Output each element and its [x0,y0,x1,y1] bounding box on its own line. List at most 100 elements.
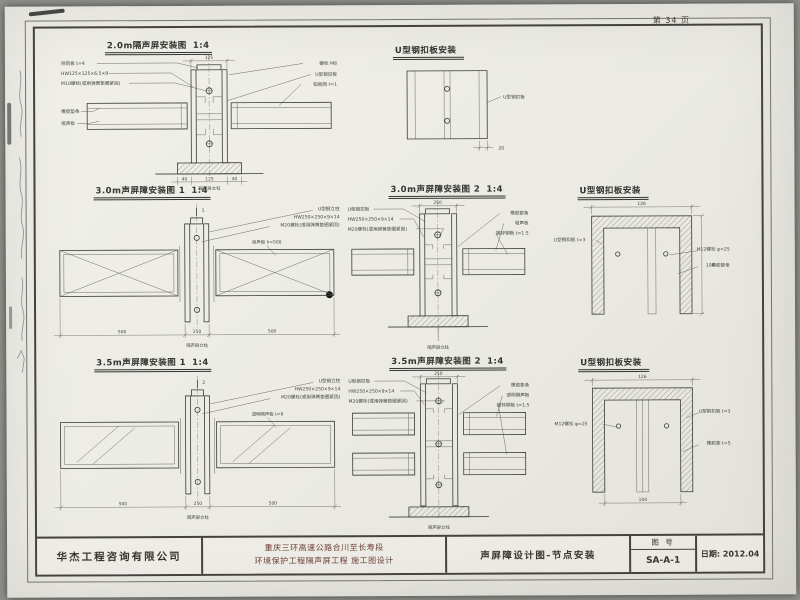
geometry [584,377,701,507]
page-number: 第 34 页 [652,15,691,25]
title-text: U型钢扣板安装 [580,357,642,369]
drawing-3_5m-detail-2: U型钢扣板 HW250×250×9×14 M20螺栓(或用弹簧垫圈紧固) 橡胶垫… [348,371,530,531]
dim-label: 500 [269,501,278,507]
title-scale: 1:4 [487,356,504,367]
dim-label: 500 [118,329,127,335]
part-label: 隔声屏立柱 [186,342,209,349]
dim-label: 126 [637,201,646,207]
part-label: 隔声屏立柱 [427,344,450,351]
dim-label: 250 [193,329,202,335]
part-label: U型钢扣板 [503,93,525,100]
project-line2: 环境保护工程隔声屏工程 施工图设计 [254,556,394,566]
part-label: HW125×125×6.5×9 [61,71,108,77]
dim-label: 250 [194,501,203,507]
company-name: 华杰工程咨询有限公司 [56,550,182,564]
part-label: M20螺栓(或用弹簧垫圈紧固) [348,397,408,404]
title-text: 3.5m声屏障安装图 2 [391,356,482,368]
part-label: HW250×250×9×14 [348,217,394,223]
part-label: 挡雨板 t=4 [61,60,85,67]
section-label: 1 [202,208,205,214]
part-label: 透明隔声板 [506,391,529,398]
geometry [352,372,527,519]
part-label: 吸声板 [515,219,529,226]
company-name-cell: 华杰工程咨询有限公司 [37,537,204,575]
part-label: M20螺栓(或用弹簧垫圈紧固) [348,225,408,232]
drawing-title-uplate-1: U型钢扣板安装 [392,43,465,61]
part-label: 隔声屏立柱 [199,185,222,192]
part-label: U型钢扣板 t=3 [554,236,586,243]
part-label: U型钢扣板 [348,378,370,385]
drawing-sheet: 第 34 页 2.0m隔声屏安装图 1:4 [4,3,797,598]
part-label: 橡胶垫条 [61,108,80,115]
part-label: M20螺栓(或用弹簧垫圈紧固) [281,393,341,400]
sheet-title: 声屏障设计图-节点安装 [480,550,596,562]
title-text: 3.0m声屏障安装图 1 [95,185,186,197]
part-label: U型钢立柱 [319,377,341,384]
geometry [406,70,502,151]
part-label: 吸声板 h=500 [252,239,282,246]
dim-label: 104 [639,497,648,503]
part-label: 橡胶垫 t=5 [707,440,731,447]
part-label: 隔声屏立柱 [428,524,451,531]
part-label: 隔声屏立柱 [187,514,210,521]
dim-label: 250 [434,371,443,377]
part-label: 铝板网 t=1 [313,81,337,88]
dim-label: 104 [706,263,715,269]
title-text: 3.5m声屏障安装图 1 [96,357,187,369]
part-label: M12螺栓 φ=25 [697,246,730,253]
drawing-uplate-front: U型钢扣板 20 [406,70,525,152]
drawing-3_0m-detail-2: U型钢扣板 HW250×250×9×14 M20螺栓(或用弹簧垫圈紧固) 橡胶垫… [348,200,529,351]
dim-label: 500 [268,329,277,335]
date-value: 日期: 2012.04 [700,548,760,559]
title-block: 华杰工程咨询有限公司 重庆三环高速公路合川至长寿段 环境保护工程隔声屏工程 施工… [37,533,764,575]
dim-label: 500 [119,501,128,507]
part-label: M20螺栓(或用弹簧垫圈紧固) [280,221,340,228]
drawing-3_0m-plan-1: 1 U型钢立柱 HW250×250×9×14 M20螺栓(或用弹簧垫圈紧固) 吸… [54,203,341,349]
dim-label: 125 [205,55,214,61]
dim-label: 125 [205,176,214,182]
scan-smudge [28,8,65,17]
date-cell: 日期: 2012.04 [697,535,763,571]
geometry [54,203,341,339]
part-label: 橡胶垫条 [711,262,730,269]
title-scale: 1:4 [191,185,209,196]
dim-label: 20 [498,146,504,152]
project-name-cell: 重庆三环高速公路合川至长寿段 环境保护工程隔声屏工程 施工图设计 [203,536,448,574]
part-label: U型钢扣板 t=3 [699,408,731,415]
title-text: 2.0m隔声屏安装图 [106,40,187,52]
part-label: U型钢扣板 [315,71,337,78]
sheet-title-cell: 声屏障设计图-节点安装 [447,535,632,573]
part-label: M12螺栓 φ=25 [555,420,588,427]
margin-handwriting [16,70,25,373]
part-label: 镀锌钢板 t=1.5 [497,401,530,408]
drawing-number-cell: 图 号 SA-A-1 [631,535,698,572]
drawing-2_0m-detail: 挡雨板 t=4 HW125×125×6.5×9 M10螺栓(或用弹簧垫圈紧固) … [61,54,337,192]
title-scale: 1:4 [192,357,209,368]
drawing-uplate-section-2: U型钢扣板 t=3 橡胶垫 t=5 M12螺栓 φ=25 126 104 [555,374,731,507]
part-label: 透明隔声板 t=8 [252,411,284,418]
dim-label: 250 [433,200,442,206]
geometry [77,54,332,185]
title-text: U型钢扣板安装 [394,45,457,57]
title-scale: 1:4 [192,40,210,51]
part-label: U型钢立柱 [318,205,340,212]
title-text: 3.0m声屏障安装图 2 [390,184,481,196]
dim-label: 126 [638,374,647,380]
drawing-uplate-section-1: U型钢扣板 t=3 M12螺栓 φ=25 橡胶垫条 126 104 [554,201,730,316]
dim-label: 40 [232,176,238,182]
title-text: U型钢扣板安装 [579,185,641,197]
part-label: U型钢扣板 [348,206,370,213]
part-label: 橡胶垫条 [510,209,529,216]
project-line1: 重庆三环高速公路合川至长寿段 [264,543,384,553]
geometry [54,375,341,511]
part-label: M10螺栓(或用弹簧垫圈紧固) [61,80,121,87]
title-scale: 1:4 [486,184,504,195]
part-label: 镀锌钢板 t=1.5 [496,229,529,236]
part-label: HW250×250×9×14 [348,389,394,395]
geometry [351,200,526,341]
section-label: 2 [202,380,205,386]
drawing-3_5m-plan-1: 2 U型钢立柱 HW250×250×9×14 M20螺栓(或用弹簧垫圈紧固) 透… [54,375,341,521]
part-label: 橡胶垫条 [511,381,530,388]
drawing-number-label: 图 号 [631,535,696,550]
geometry [583,204,705,316]
